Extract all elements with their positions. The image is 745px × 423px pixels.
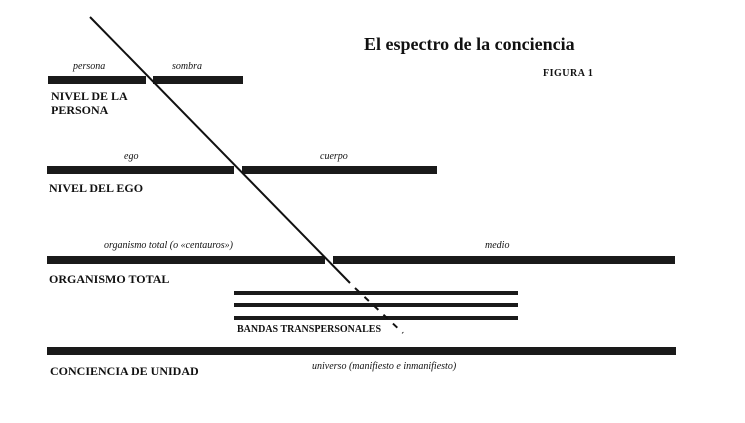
ego-level-name: NIVEL DEL EGO (49, 181, 144, 195)
ego-bar (47, 166, 234, 174)
cuerpo-label: cuerpo (320, 151, 348, 162)
organismo-bar (47, 256, 325, 264)
transpersonal-band-1 (234, 291, 518, 295)
cuerpo-bar (242, 166, 437, 174)
sombra-label: sombra (172, 61, 203, 72)
persona-bar (48, 76, 146, 84)
organismo-label: organismo total (o «centauros») (104, 240, 233, 251)
medio-bar (333, 256, 675, 264)
dividing-line-dashed (354, 287, 404, 334)
universo-label: universo (manifiesto e inmanifiesto) (312, 361, 457, 372)
unidad-level-name: CONCIENCIA DE UNIDAD (50, 364, 199, 378)
medio-label: medio (485, 240, 510, 251)
persona-level-name: NIVEL DE LA PERSONA (51, 89, 128, 117)
persona-level-line2: PERSONA (51, 103, 109, 117)
persona-level-line1: NIVEL DE LA (51, 89, 128, 103)
persona-label: persona (73, 61, 106, 72)
figure-label: FIGURA 1 (543, 68, 594, 79)
transpersonal-band-2 (234, 303, 518, 307)
diagram-title: El espectro de la conciencia (364, 34, 575, 54)
transpersonal-level-name: BANDAS TRANSPERSONALES (237, 324, 382, 335)
sombra-bar (153, 76, 243, 84)
ego-label: ego (124, 151, 139, 162)
unidad-bar (47, 347, 676, 355)
organismo-level-name: ORGANISMO TOTAL (49, 272, 170, 286)
transpersonal-band-3 (234, 316, 518, 320)
dividing-line (89, 16, 351, 284)
